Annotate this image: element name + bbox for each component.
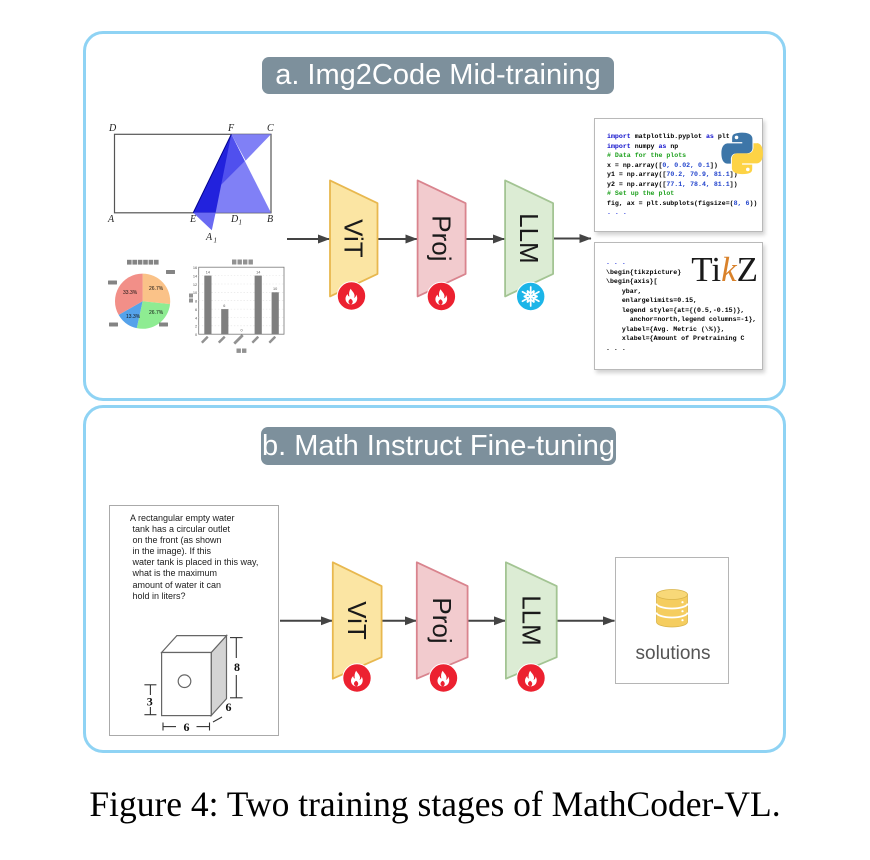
svg-text:8: 8 bbox=[195, 299, 197, 304]
svg-text:6: 6 bbox=[226, 700, 232, 714]
svg-text:4: 4 bbox=[195, 315, 198, 320]
svg-text:Proj: Proj bbox=[427, 597, 457, 643]
svg-text:10: 10 bbox=[273, 287, 277, 291]
svg-text:6: 6 bbox=[195, 307, 197, 312]
svg-text:16: 16 bbox=[193, 265, 197, 270]
svg-text:13.3%: 13.3% bbox=[126, 314, 141, 320]
svg-text:Proj: Proj bbox=[427, 215, 457, 261]
svg-text:14: 14 bbox=[193, 273, 198, 278]
svg-text:D: D bbox=[108, 123, 117, 134]
svg-text:LLM: LLM bbox=[516, 595, 546, 646]
svg-text:F: F bbox=[227, 123, 235, 134]
svg-text:C: C bbox=[267, 123, 274, 134]
svg-text:E: E bbox=[189, 214, 196, 225]
svg-text:12: 12 bbox=[193, 282, 197, 287]
svg-text:3: 3 bbox=[147, 695, 153, 709]
svg-text:6: 6 bbox=[184, 720, 190, 734]
svg-text:1: 1 bbox=[239, 219, 243, 227]
svg-text:8: 8 bbox=[234, 660, 240, 674]
svg-text:ViT: ViT bbox=[342, 601, 372, 640]
svg-text:26.7%: 26.7% bbox=[149, 310, 164, 316]
svg-text:1: 1 bbox=[214, 237, 218, 245]
svg-text:10: 10 bbox=[193, 290, 198, 295]
svg-text:14: 14 bbox=[256, 271, 260, 275]
svg-text:0: 0 bbox=[195, 332, 198, 337]
svg-text:B: B bbox=[267, 214, 273, 225]
svg-text:26.7%: 26.7% bbox=[149, 286, 164, 292]
svg-text:LLM: LLM bbox=[514, 213, 544, 264]
svg-text:A: A bbox=[205, 232, 213, 243]
svg-text:6: 6 bbox=[223, 304, 225, 308]
svg-text:14: 14 bbox=[206, 271, 210, 275]
svg-text:33.3%: 33.3% bbox=[123, 290, 138, 296]
svg-text:0: 0 bbox=[241, 329, 243, 333]
svg-text:2: 2 bbox=[195, 324, 197, 329]
svg-text:A: A bbox=[107, 214, 115, 225]
svg-text:D: D bbox=[230, 214, 239, 225]
svg-text:ViT: ViT bbox=[339, 219, 369, 258]
